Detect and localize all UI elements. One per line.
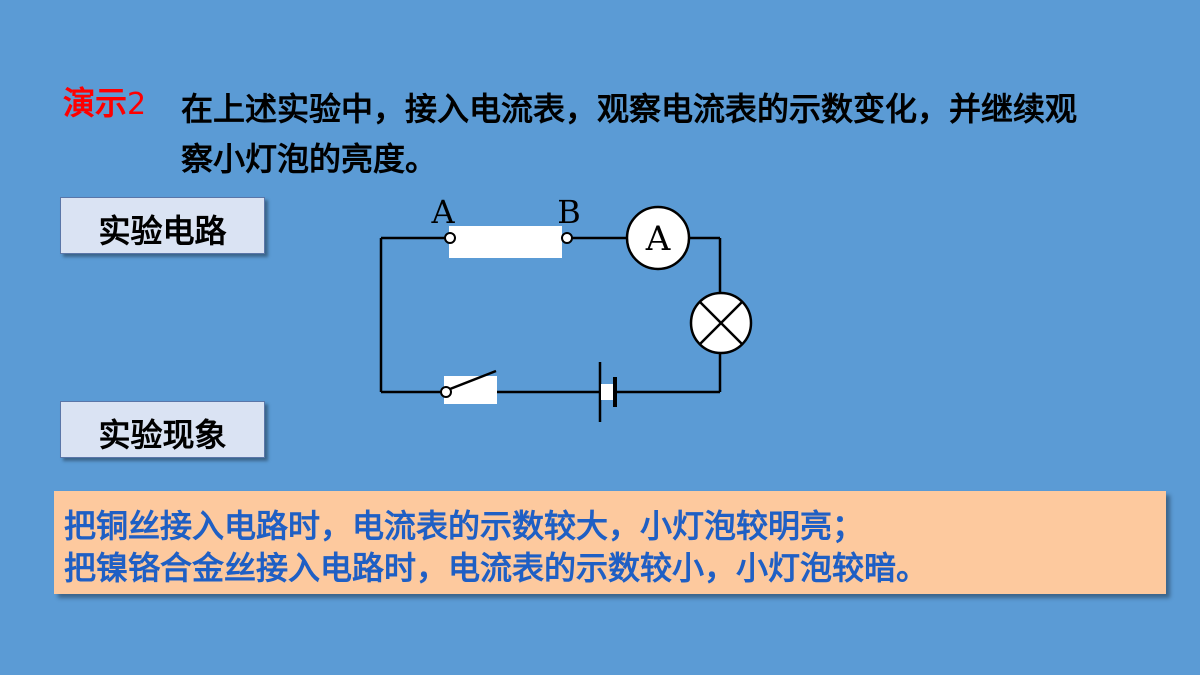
result-line-copper: 把铜丝接入电路时，电流表的示数较大，小灯泡较明亮； (64, 507, 865, 545)
result-box: 把铜丝接入电路时，电流表的示数较大，小灯泡较明亮； 把镍铬合金丝接入电路时，电流… (54, 491, 1166, 594)
result-line-nichrome: 把镍铬合金丝接入电路时，电流表的示数较小，小灯泡较暗。 (64, 549, 929, 587)
ammeter-icon (625, 205, 691, 271)
lamp-cross-2 (699, 301, 743, 345)
circuit-diagram: A B A (379, 193, 753, 422)
terminal-a-label: A (430, 193, 455, 231)
sample-slot (449, 226, 562, 258)
demo-label-text: 演示 (63, 84, 128, 122)
demo-number: 2 (127, 87, 147, 122)
terminal-a-icon (444, 232, 456, 244)
battery-gap (601, 384, 614, 400)
instruction-text: 在上述实验中，接入电流表，观察电流表的示数变化，并继续观察小灯泡的亮度。 (181, 90, 1078, 178)
section-phenomenon-label: 实验现象 (60, 401, 265, 458)
ammeter-symbol: A (645, 219, 671, 259)
terminal-b-icon (561, 232, 573, 244)
section-circuit-label: 实验电路 (60, 197, 265, 254)
terminal-b-label: B (557, 193, 581, 231)
demo-label: 演示2 (63, 82, 146, 126)
switch-pivot-icon (440, 386, 452, 398)
switch-lever (449, 369, 497, 391)
